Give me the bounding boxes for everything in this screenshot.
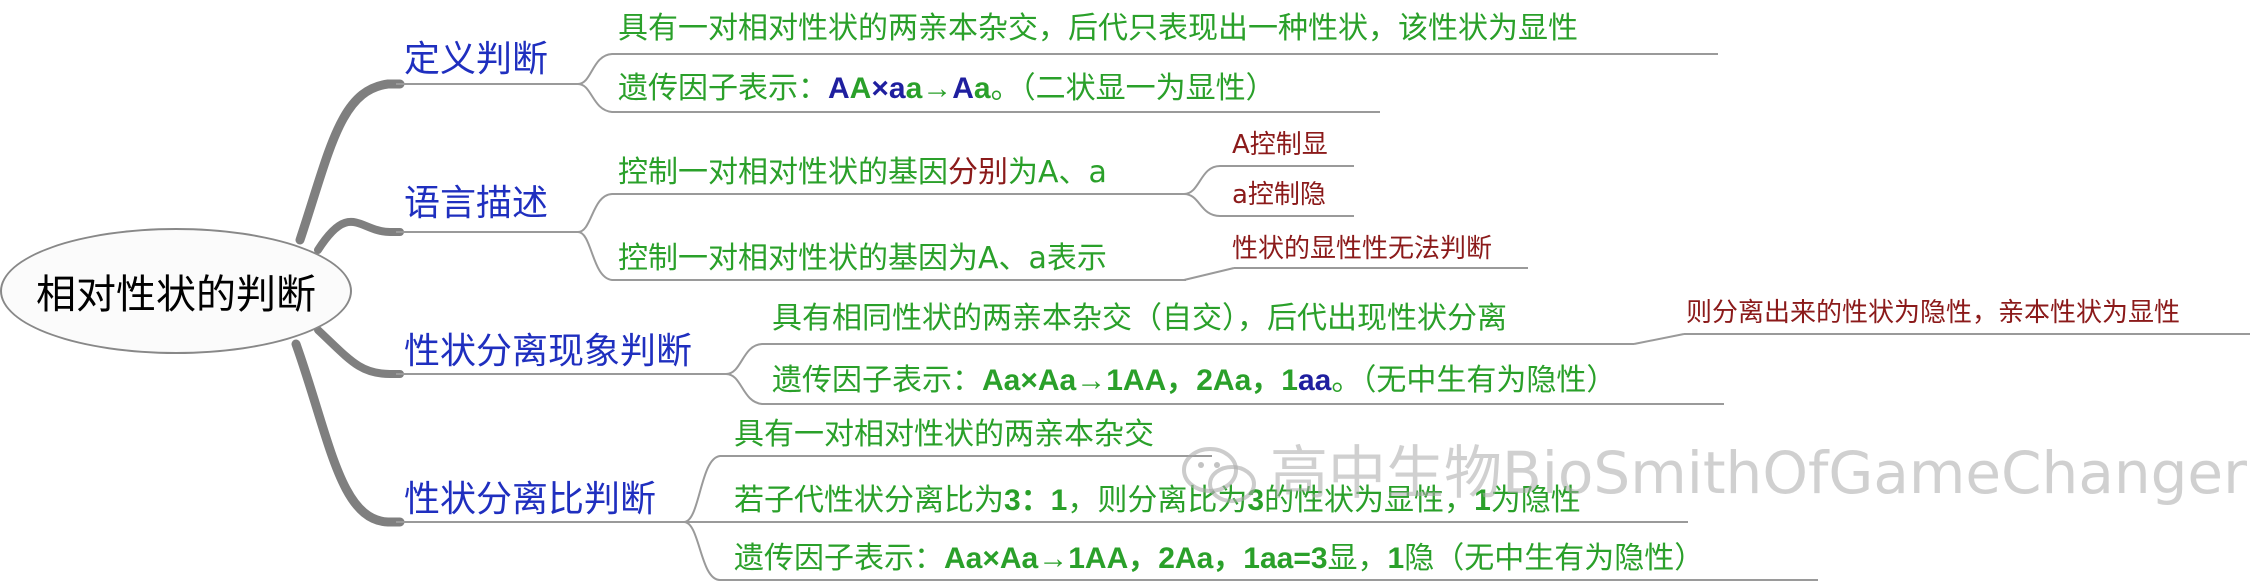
- formula-part: ×: [871, 72, 889, 105]
- watermark: 高中生物BioSmithOfGameChanger: [1270, 444, 2247, 502]
- leaf-segregation-text: 具有相同性状的两亲本杂交（自交），后代出现性状分离: [772, 304, 1507, 334]
- formula-part: Aa×Aa→1AA，2Aa，1: [982, 364, 1298, 397]
- note-text: 则分离出来的性状为隐性，亲本性状为显性: [1686, 298, 2181, 328]
- leaf-text: 控制一对相对性状的基因为A、a表示: [618, 241, 1107, 276]
- formula-part: 3：1: [1004, 484, 1068, 517]
- leaf-text: 为A、a: [1008, 155, 1107, 190]
- leaf-text: 具有一对相对性状的两亲本杂交，后代只表现出一种性状，该性状为显性: [618, 11, 1578, 46]
- leaf-text: 显，: [1327, 541, 1388, 576]
- leaf-suffix: 。（无中生有为隐性）: [1331, 363, 1617, 398]
- formula-part: A: [952, 72, 974, 105]
- leaf-text: 具有相同性状的两亲本杂交（自交），后代出现性状分离: [772, 301, 1507, 336]
- watermark-text: 高中生物BioSmithOfGameChanger: [1270, 439, 2247, 507]
- leaf-ratio-rule: 若子代性状分离比为3：1，则分离比为3的性状为显性，1为隐性: [734, 486, 1581, 516]
- topic-definition: 定义判断: [404, 42, 548, 78]
- formula-part: A: [849, 72, 872, 105]
- root-node: 相对性状的判断: [0, 228, 352, 354]
- leaf-text: 的性状为显性，: [1264, 483, 1475, 518]
- leaf-definition-formula: 遗传因子表示：AA×aa→Aa。（二状显一为显性）: [618, 74, 1276, 104]
- topic-segregation-phenomenon: 性状分离现象判断: [404, 334, 692, 370]
- leaf-ratio-text: 具有一对相对性状的两亲本杂交: [734, 420, 1154, 450]
- formula-part: →: [922, 72, 953, 105]
- topic-label: 性状分离现象判断: [404, 331, 693, 372]
- leaf-segregation-formula: 遗传因子表示：Aa×Aa→1AA，2Aa，1aa。（无中生有为隐性）: [772, 366, 1616, 396]
- wechat-icon: [1182, 447, 1256, 503]
- leaf-text: 若子代性状分离比为: [734, 483, 1004, 518]
- leaf-text: 具有一对相对性状的两亲本杂交: [734, 417, 1154, 452]
- note-text: A控制显: [1232, 130, 1328, 160]
- topic-label: 性状分离比判断: [404, 479, 657, 520]
- leaf-text: 控制一对相对性状的基因: [618, 155, 948, 190]
- leaf-emphasis: 分别: [948, 155, 1008, 190]
- leaf-prefix: 遗传因子表示：: [618, 71, 828, 106]
- note-undeterminable: 性状的显性性无法判断: [1232, 236, 1492, 262]
- formula-part: a: [905, 72, 923, 105]
- root-label: 相对性状的判断: [36, 272, 316, 318]
- formula-part: 1: [1474, 484, 1491, 517]
- topic-segregation-ratio: 性状分离比判断: [404, 482, 656, 518]
- formula-part: 1: [1387, 542, 1405, 575]
- topic-language-description: 语言描述: [404, 186, 548, 222]
- note-text: 性状的显性性无法判断: [1232, 234, 1493, 264]
- note-a-recessive: a控制隐: [1232, 182, 1326, 208]
- leaf-language-represent: 控制一对相对性状的基因为A、a表示: [618, 244, 1107, 274]
- leaf-ratio-formula: 遗传因子表示：Aa×Aa→1AA，2Aa，1aa=3显，1隐（无中生有为隐性）: [734, 544, 1704, 574]
- formula-part: A: [828, 72, 850, 105]
- leaf-prefix: 遗传因子表示：: [734, 541, 944, 576]
- topic-label: 语言描述: [404, 183, 549, 224]
- note-text: a控制隐: [1232, 180, 1326, 210]
- leaf-suffix: 隐（无中生有为隐性）: [1404, 541, 1705, 576]
- formula-part: a: [888, 72, 906, 105]
- leaf-text: 为隐性: [1490, 483, 1581, 518]
- leaf-prefix: 遗传因子表示：: [772, 363, 982, 398]
- leaf-definition-text: 具有一对相对性状的两亲本杂交，后代只表现出一种性状，该性状为显性: [618, 14, 1578, 44]
- note-a-dominant: A控制显: [1232, 132, 1328, 158]
- formula-part: aa: [1297, 364, 1332, 397]
- topic-label: 定义判断: [404, 39, 549, 80]
- leaf-language-separate: 控制一对相对性状的基因分别为A、a: [618, 158, 1107, 188]
- leaf-suffix: 。（二状显一为显性）: [990, 71, 1276, 106]
- formula-part: Aa×Aa→1AA，2Aa，1aa=3: [944, 542, 1328, 575]
- formula-part: a: [973, 72, 991, 105]
- note-segregation-conclusion: 则分离出来的性状为隐性，亲本性状为显性: [1686, 300, 2180, 326]
